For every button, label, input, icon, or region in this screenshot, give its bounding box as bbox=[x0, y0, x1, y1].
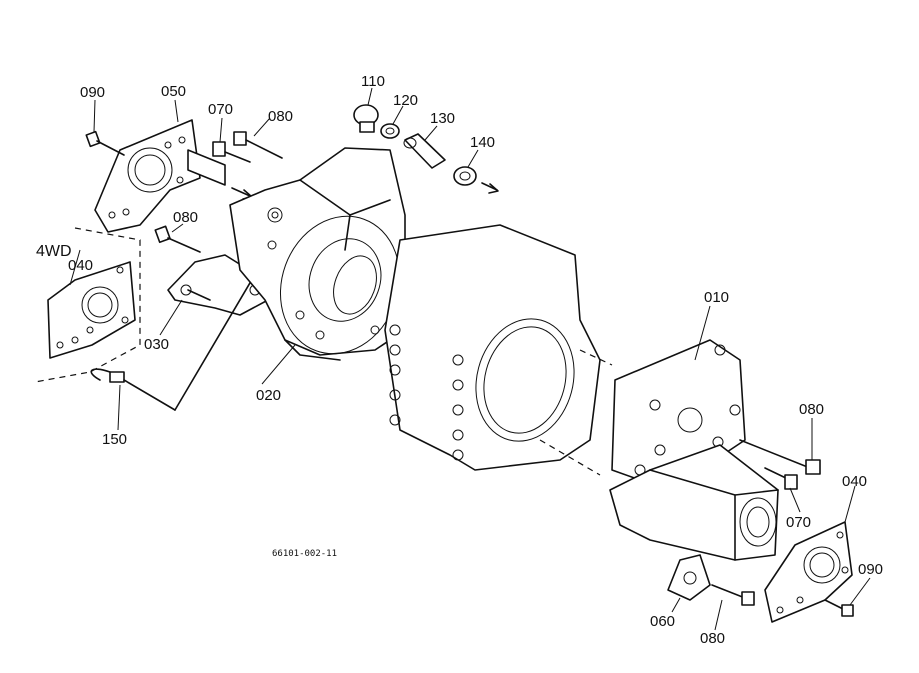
bolt-070-right bbox=[764, 467, 798, 490]
bolt-080-right bbox=[739, 439, 821, 475]
callout-120: 120 bbox=[393, 92, 418, 109]
label-4wd: 4WD bbox=[36, 243, 72, 260]
callout-030: 030 bbox=[144, 336, 169, 353]
callout-050: 050 bbox=[161, 83, 186, 100]
transmission-case bbox=[384, 224, 613, 476]
callout-080-top: 080 bbox=[268, 108, 293, 125]
figure-code: 66101-002-11 bbox=[272, 549, 337, 559]
bolt-070-top bbox=[212, 141, 251, 163]
pin-block-top bbox=[187, 149, 253, 200]
spacer-130 bbox=[403, 133, 446, 169]
callout-060: 060 bbox=[650, 613, 675, 630]
bolt-080-top bbox=[233, 131, 283, 159]
seal-140 bbox=[453, 166, 499, 194]
bolt-090-top bbox=[85, 130, 125, 156]
bolt-090-right bbox=[824, 599, 854, 617]
plate-050 bbox=[94, 119, 201, 233]
callout-110: 110 bbox=[361, 73, 385, 90]
callout-020: 020 bbox=[256, 387, 281, 404]
bolt-080-bottom bbox=[711, 584, 755, 606]
callout-090-right: 090 bbox=[858, 561, 883, 578]
bolt-080-mid bbox=[154, 225, 201, 253]
plate-040-right bbox=[764, 521, 853, 623]
callout-070-right: 070 bbox=[786, 514, 811, 531]
callout-040-left: 040 bbox=[68, 257, 93, 274]
plate-040-left bbox=[47, 261, 136, 359]
callout-040-right: 040 bbox=[842, 473, 867, 490]
washer-120 bbox=[380, 123, 400, 139]
callout-080-right: 080 bbox=[799, 401, 824, 418]
plug-110 bbox=[353, 104, 379, 133]
bracket-060 bbox=[667, 554, 711, 601]
callout-130: 130 bbox=[430, 110, 455, 127]
leader-lines bbox=[69, 87, 871, 631]
callout-150: 150 bbox=[102, 431, 127, 448]
housing-right bbox=[609, 444, 779, 561]
callout-140: 140 bbox=[470, 134, 495, 151]
callout-070-top: 070 bbox=[208, 101, 233, 118]
callout-080-mid: 080 bbox=[173, 209, 198, 226]
callout-010: 010 bbox=[704, 289, 729, 306]
callout-080-bottom: 080 bbox=[700, 630, 725, 647]
callout-090-top: 090 bbox=[80, 84, 105, 101]
